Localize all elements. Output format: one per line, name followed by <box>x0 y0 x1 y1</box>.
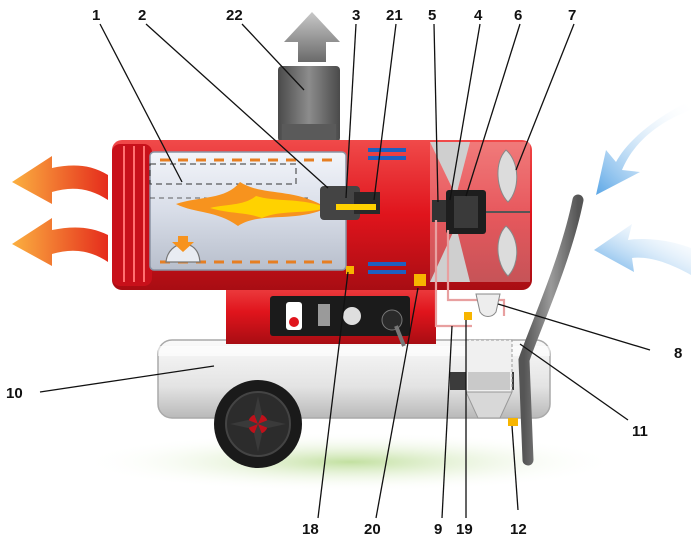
leader-2 <box>145 23 329 189</box>
callout-labels: 1 2 22 3 21 5 4 6 7 8 10 11 12 18 20 9 1… <box>6 7 682 538</box>
arrow-left-icon <box>12 156 108 204</box>
callout-6: 6 <box>514 7 522 24</box>
callout-18: 18 <box>302 521 319 538</box>
callout-1: 1 <box>92 7 100 24</box>
leader-22 <box>241 23 305 91</box>
callout-21: 21 <box>386 7 403 24</box>
leader-18 <box>317 271 349 519</box>
leader-20 <box>375 287 419 519</box>
leader-8 <box>497 303 651 351</box>
leader-lines <box>39 23 651 519</box>
leader-12 <box>511 425 519 511</box>
arrow-right-icon <box>594 224 691 275</box>
arrow-left-icon <box>12 218 108 266</box>
callout-8: 8 <box>674 345 682 362</box>
arrow-up-icon <box>284 12 340 62</box>
control-panel <box>270 296 410 347</box>
deflector <box>165 236 201 263</box>
leader-1 <box>99 23 183 183</box>
leader-7 <box>515 23 575 171</box>
hot-air-outlet-arrows <box>12 156 108 266</box>
leader-11 <box>519 343 629 421</box>
callout-7: 7 <box>568 7 576 24</box>
leader-10 <box>39 365 215 393</box>
callout-12: 12 <box>510 521 527 538</box>
handle <box>518 194 584 466</box>
callout-10: 10 <box>6 385 23 402</box>
callout-4: 4 <box>474 7 483 24</box>
leader-5 <box>433 23 439 203</box>
callout-11: 11 <box>632 423 648 440</box>
leader-9 <box>441 325 453 519</box>
callout-19: 19 <box>456 521 473 538</box>
ground-shadow <box>80 432 620 492</box>
callout-9: 9 <box>434 521 442 538</box>
leader-3 <box>345 23 357 199</box>
heat-markers <box>368 148 406 274</box>
fuel-gauge <box>465 339 518 426</box>
flame <box>176 182 322 226</box>
callout-22: 22 <box>226 7 243 24</box>
wheel-icon <box>214 380 302 468</box>
chimney <box>278 66 340 150</box>
leader-21 <box>373 23 397 201</box>
cold-air-inlet-arrows <box>594 100 691 275</box>
motor <box>432 190 486 234</box>
thermostat <box>414 274 426 286</box>
fuel-filter <box>464 293 501 320</box>
callout-3: 3 <box>352 7 360 24</box>
burner-head <box>320 186 380 220</box>
photocell <box>346 266 354 274</box>
leader-4 <box>449 23 481 201</box>
callout-2: 2 <box>138 7 146 24</box>
arrow-right-icon <box>596 100 691 195</box>
callout-20: 20 <box>364 521 381 538</box>
leader-6 <box>465 23 521 197</box>
callout-5: 5 <box>428 7 436 24</box>
